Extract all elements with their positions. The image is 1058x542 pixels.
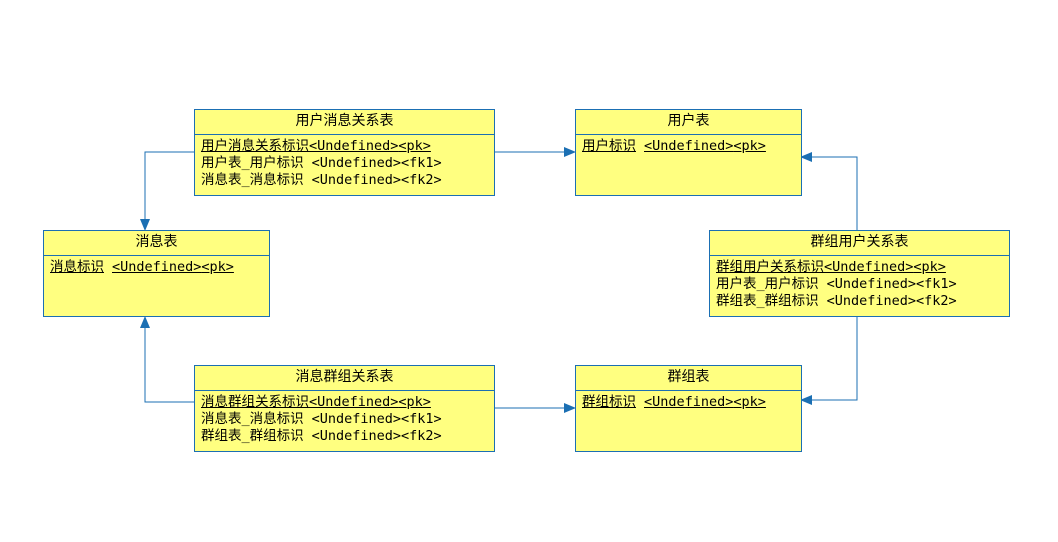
entity-attribute: 群组表_群组标识<Undefined><fk2> <box>201 428 442 444</box>
entity-attribute: 用户消息关系标识<Undefined><pk> <box>201 138 431 154</box>
entity-group-user-relation[interactable]: 群组用户关系表 群组用户关系标识<Undefined><pk> 用户表_用户标识… <box>709 230 1010 317</box>
connector-group-user-rel-to-group <box>800 317 858 405</box>
entity-attribute: 用户表_用户标识<Undefined><fk1> <box>201 155 442 171</box>
entity-title: 群组用户关系表 <box>710 231 1009 256</box>
entity-attribute: 消息表_消息标识<Undefined><fk2> <box>201 172 442 188</box>
connector-group-user-rel-to-user <box>800 152 858 230</box>
entity-group[interactable]: 群组表 群组标识<Undefined><pk> <box>575 365 802 452</box>
entity-title: 用户消息关系表 <box>195 110 494 135</box>
entity-attribute: 消息表_消息标识<Undefined><fk1> <box>201 411 442 427</box>
entity-attribute: 群组表_群组标识<Undefined><fk2> <box>716 293 957 309</box>
entity-title: 消息表 <box>44 231 269 256</box>
entity-attribute: 消息群组关系标识<Undefined><pk> <box>201 394 431 410</box>
connector-msg-group-rel-to-message <box>140 316 194 403</box>
entity-user-message-relation[interactable]: 用户消息关系表 用户消息关系标识<Undefined><pk> 用户表_用户标识… <box>194 109 495 196</box>
entity-attribute: 用户表_用户标识<Undefined><fk1> <box>716 276 957 292</box>
entity-message[interactable]: 消息表 消息标识<Undefined><pk> <box>43 230 270 317</box>
entity-title: 用户表 <box>576 110 801 135</box>
entity-message-group-relation[interactable]: 消息群组关系表 消息群组关系标识<Undefined><pk> 消息表_消息标识… <box>194 365 495 452</box>
entity-attribute: 消息标识<Undefined><pk> <box>50 259 234 275</box>
entity-user[interactable]: 用户表 用户标识<Undefined><pk> <box>575 109 802 196</box>
entity-title: 消息群组关系表 <box>195 366 494 391</box>
entity-attribute: 用户标识<Undefined><pk> <box>582 138 766 154</box>
entity-attribute: 群组标识<Undefined><pk> <box>582 394 766 410</box>
connector-user-msg-rel-to-message <box>140 151 194 231</box>
entity-title: 群组表 <box>576 366 801 391</box>
entity-attribute: 群组用户关系标识<Undefined><pk> <box>716 259 946 275</box>
